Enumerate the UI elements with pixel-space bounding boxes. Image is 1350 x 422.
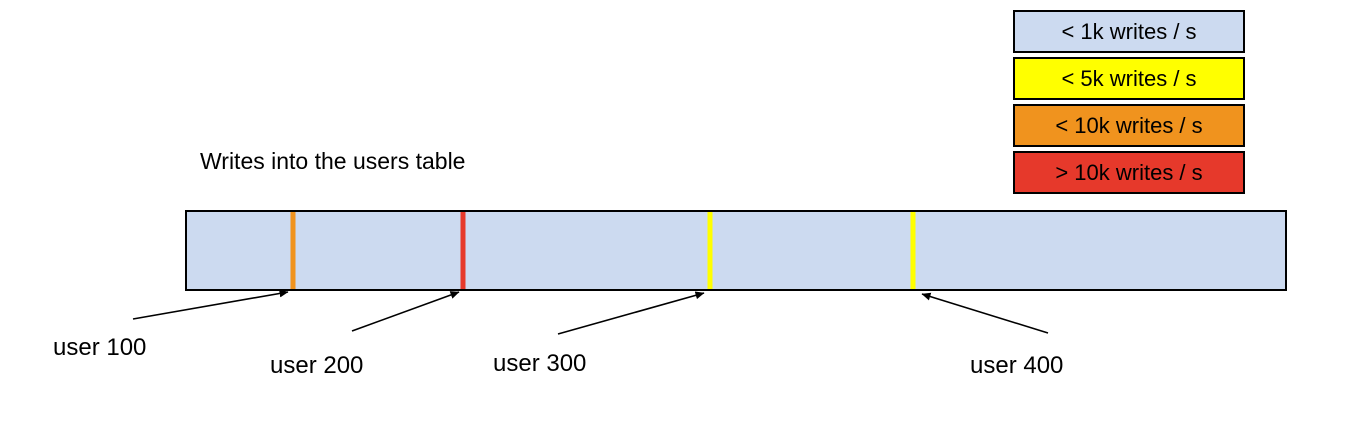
write-marker-user-400 (910, 212, 916, 289)
user-300-label: user 300 (493, 350, 587, 377)
legend-item-lt-1k: < 1k writes / s (1013, 10, 1245, 53)
legend-item-gt-10k: > 10k writes / s (1013, 151, 1245, 194)
legend: < 1k writes / s < 5k writes / s < 10k wr… (1013, 10, 1245, 194)
user-100-label: user 100 (53, 334, 147, 361)
user-400-label: user 400 (970, 352, 1064, 379)
arrow-user-400 (921, 292, 1049, 334)
legend-item-label: < 10k writes / s (1055, 113, 1203, 138)
legend-item-lt-10k: < 10k writes / s (1013, 104, 1245, 147)
users-table-bar (185, 210, 1287, 291)
arrow-user-100 (132, 289, 289, 320)
legend-item-label: < 1k writes / s (1061, 19, 1197, 44)
diagram-title: Writes into the users table (200, 148, 466, 174)
arrow-user-200 (351, 291, 460, 332)
arrow-user-300 (557, 291, 705, 335)
legend-item-label: > 10k writes / s (1055, 160, 1203, 185)
user-200-label: user 200 (270, 352, 364, 379)
write-marker-user-300 (707, 212, 713, 289)
write-marker-user-200 (460, 212, 466, 289)
legend-item-lt-5k: < 5k writes / s (1013, 57, 1245, 100)
legend-item-label: < 5k writes / s (1061, 66, 1197, 91)
write-marker-user-100 (290, 212, 296, 289)
